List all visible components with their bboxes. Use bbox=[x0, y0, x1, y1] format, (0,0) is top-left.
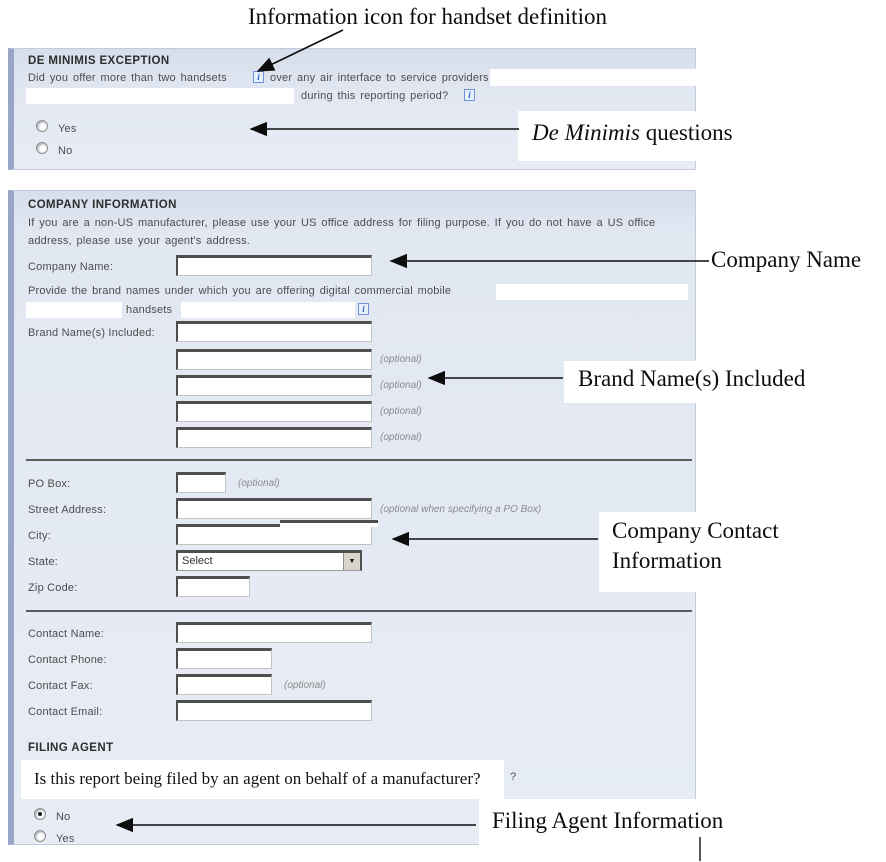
street-address-label: Street Address: bbox=[28, 504, 107, 516]
brand-name-input-5[interactable] bbox=[176, 427, 372, 448]
contact-email-label: Contact Email: bbox=[28, 706, 103, 718]
zip-code-label: Zip Code: bbox=[28, 582, 78, 594]
brand-name-input-4[interactable] bbox=[176, 401, 372, 422]
info-icon[interactable]: i bbox=[358, 303, 369, 315]
redaction-box bbox=[26, 302, 122, 318]
optional-note: (optional) bbox=[380, 354, 422, 365]
contact-phone-input[interactable] bbox=[176, 648, 272, 669]
po-box-label: PO Box: bbox=[28, 478, 71, 490]
redaction-box bbox=[26, 88, 294, 104]
annotation-box bbox=[599, 512, 856, 592]
brand-names-label: Brand Name(s) Included: bbox=[28, 327, 155, 339]
contact-name-label: Contact Name: bbox=[28, 628, 104, 640]
radio-filing-no[interactable] bbox=[34, 808, 46, 820]
optional-note: (optional) bbox=[284, 680, 326, 691]
de-minimis-question-line2: during this reporting period? bbox=[301, 90, 449, 102]
company-note-line2: address, please use your agent's address… bbox=[28, 235, 251, 247]
city-input[interactable] bbox=[176, 524, 372, 545]
radio-filing-no-label: No bbox=[56, 811, 71, 823]
redaction-box bbox=[496, 284, 688, 300]
section-divider bbox=[26, 610, 692, 612]
company-note-line1: If you are a non-US manufacturer, please… bbox=[28, 217, 656, 229]
radio-no[interactable] bbox=[36, 142, 48, 154]
annotation-box bbox=[564, 361, 854, 403]
de-minimis-header: DE MINIMIS EXCEPTION bbox=[28, 55, 170, 67]
de-minimis-question-part2: over any air interface to service provid… bbox=[270, 72, 489, 84]
info-icon[interactable]: i bbox=[253, 71, 264, 83]
company-information-section: COMPANY INFORMATION If you are a non-US … bbox=[8, 190, 696, 845]
radio-filing-yes[interactable] bbox=[34, 830, 46, 842]
filing-question-remnant: ? bbox=[510, 771, 517, 783]
optional-note: (optional) bbox=[238, 478, 280, 489]
street-optional-note: (optional when specifying a PO Box) bbox=[380, 504, 542, 515]
filing-agent-header: FILING AGENT bbox=[28, 742, 114, 754]
state-select[interactable]: Select ▼ bbox=[176, 550, 362, 571]
brand-name-input-1[interactable] bbox=[176, 321, 372, 342]
zip-code-input[interactable] bbox=[176, 576, 250, 597]
contact-fax-input[interactable] bbox=[176, 674, 272, 695]
street-address-input[interactable] bbox=[176, 498, 372, 519]
annotation-box bbox=[479, 799, 886, 847]
de-minimis-section: DE MINIMIS EXCEPTION Did you offer more … bbox=[8, 48, 696, 170]
po-box-input[interactable] bbox=[176, 472, 226, 493]
contact-fax-label: Contact Fax: bbox=[28, 680, 93, 692]
annotation-brand-names: Brand Name(s) Included bbox=[578, 366, 806, 391]
company-name-input[interactable] bbox=[176, 255, 372, 276]
info-icon[interactable]: i bbox=[464, 89, 475, 101]
optional-note: (optional) bbox=[380, 380, 422, 391]
annotation-company-contact-line1: Company Contact bbox=[612, 518, 779, 543]
annotation-company-name: Company Name bbox=[711, 247, 862, 272]
brand-intro-text: Provide the brand names under which you … bbox=[28, 285, 452, 297]
annotation-box bbox=[518, 111, 804, 161]
radio-yes-label: Yes bbox=[58, 123, 77, 135]
optional-note: (optional) bbox=[380, 432, 422, 443]
contact-email-input[interactable] bbox=[176, 700, 372, 721]
annotation-de-minimis-rest: questions bbox=[639, 120, 733, 145]
de-minimis-question-part1: Did you offer more than two handsets bbox=[28, 72, 227, 84]
radio-filing-yes-label: Yes bbox=[56, 833, 75, 845]
annotation-de-minimis: De Minimis questions bbox=[532, 120, 733, 146]
brand-name-input-2[interactable] bbox=[176, 349, 372, 370]
contact-name-input[interactable] bbox=[176, 622, 372, 643]
section-divider bbox=[26, 459, 692, 461]
dropdown-arrow-icon[interactable]: ▼ bbox=[343, 553, 360, 570]
brand-intro-word: handsets bbox=[126, 304, 173, 316]
city-label: City: bbox=[28, 530, 51, 542]
redaction-box bbox=[280, 520, 378, 527]
contact-phone-label: Contact Phone: bbox=[28, 654, 107, 666]
redaction-box bbox=[181, 302, 355, 318]
brand-name-input-3[interactable] bbox=[176, 375, 372, 396]
annotation-filing-question: Is this report being filed by an agent o… bbox=[21, 760, 504, 799]
state-label: State: bbox=[28, 556, 58, 568]
annotation-filing-agent: Filing Agent Information bbox=[492, 808, 724, 833]
company-name-label: Company Name: bbox=[28, 261, 114, 273]
annotation-info-icon-label: Information icon for handset definition bbox=[248, 4, 607, 29]
radio-no-label: No bbox=[58, 145, 73, 157]
optional-note: (optional) bbox=[380, 406, 422, 417]
state-select-value: Select bbox=[182, 555, 213, 567]
radio-yes[interactable] bbox=[36, 120, 48, 132]
annotation-company-contact-line2: Information bbox=[612, 548, 722, 573]
company-information-header: COMPANY INFORMATION bbox=[28, 199, 177, 211]
annotation-de-minimis-italic: De Minimis bbox=[532, 120, 640, 145]
redaction-box bbox=[490, 69, 696, 86]
